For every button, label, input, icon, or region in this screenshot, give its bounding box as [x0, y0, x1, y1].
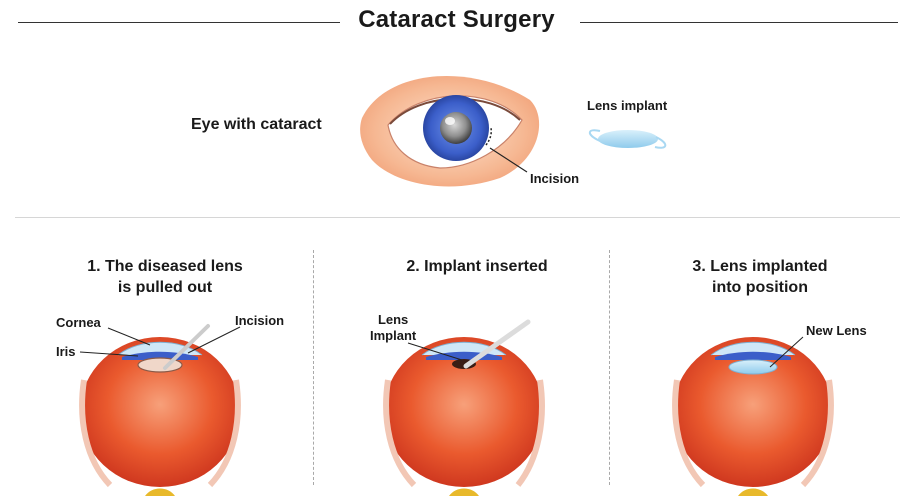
- lens-implant-illustration: [590, 130, 665, 148]
- lens-implant-step2-line2: Implant: [370, 328, 416, 344]
- step2-title-line1: 2. Implant inserted: [372, 256, 582, 277]
- step-divider-1: [313, 250, 314, 485]
- section-divider: [15, 217, 900, 218]
- lens-implant-label: Lens implant: [587, 98, 667, 113]
- step2-eyeball: [384, 322, 544, 496]
- lens-implant-step2-label: Lens Implant: [370, 312, 416, 344]
- step1-title-line2: is pulled out: [65, 277, 265, 298]
- step3-eyeball: [673, 337, 833, 496]
- step1-title: 1. The diseased lens is pulled out: [65, 256, 265, 298]
- incision-label-step1: Incision: [235, 313, 284, 328]
- step3-title-line1: 3. Lens implanted: [670, 256, 850, 277]
- step1-eyeball: [80, 326, 240, 496]
- step3-title: 3. Lens implanted into position: [670, 256, 850, 298]
- step1-title-line1: 1. The diseased lens: [65, 256, 265, 277]
- iris-label: Iris: [56, 344, 76, 359]
- new-lens-label: New Lens: [806, 323, 867, 338]
- incision-label-top: Incision: [530, 171, 579, 186]
- step2-title: 2. Implant inserted: [372, 256, 582, 277]
- cornea-label: Cornea: [56, 315, 101, 330]
- eye-with-cataract-label: Eye with cataract: [191, 116, 322, 134]
- lens-implant-step2-line1: Lens: [370, 312, 416, 328]
- step3-title-line2: into position: [670, 277, 850, 298]
- step-divider-2: [609, 250, 610, 485]
- cataract-eye-illustration: [360, 76, 539, 186]
